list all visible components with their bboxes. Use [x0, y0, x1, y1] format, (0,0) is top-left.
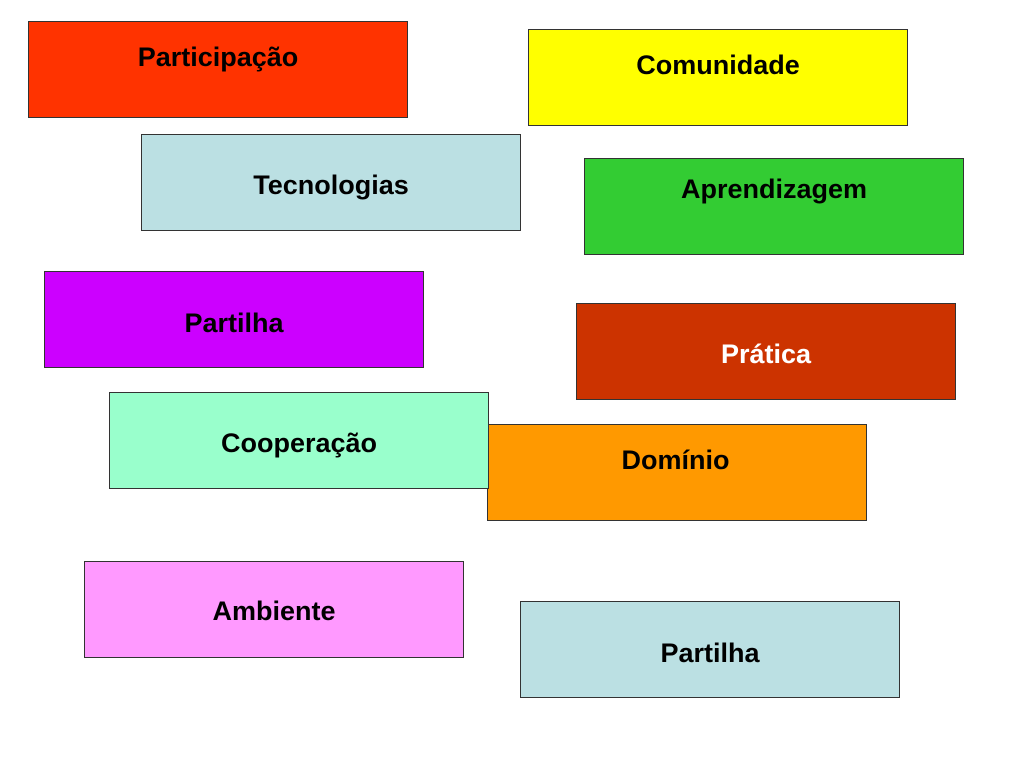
box-comunidade: Comunidade	[528, 29, 908, 126]
box-cooperacao: Cooperação	[109, 392, 489, 489]
box-label-dominio: Domínio	[621, 445, 730, 475]
box-label-cooperacao: Cooperação	[220, 428, 378, 458]
box-partilha-1: Partilha	[44, 271, 424, 368]
box-label-pratica: Prática	[720, 339, 812, 369]
box-aprendizagem: Aprendizagem	[584, 158, 964, 255]
box-pratica: Prática	[576, 303, 956, 400]
box-partilha-2: Partilha	[520, 601, 900, 698]
box-tecnologias: Tecnologias	[141, 134, 521, 231]
box-label-ambiente: Ambiente	[212, 596, 336, 626]
box-label-tecnologias: Tecnologias	[253, 170, 409, 200]
box-label-comunidade: Comunidade	[636, 50, 800, 80]
box-label-partilha-2: Partilha	[660, 638, 760, 668]
box-ambiente: Ambiente	[84, 561, 464, 658]
box-participacao: Participação	[28, 21, 408, 118]
box-label-aprendizagem: Aprendizagem	[680, 174, 868, 204]
box-label-partilha-1: Partilha	[184, 308, 284, 338]
box-label-participacao: Participação	[137, 42, 299, 72]
box-dominio: Domínio	[487, 424, 867, 521]
